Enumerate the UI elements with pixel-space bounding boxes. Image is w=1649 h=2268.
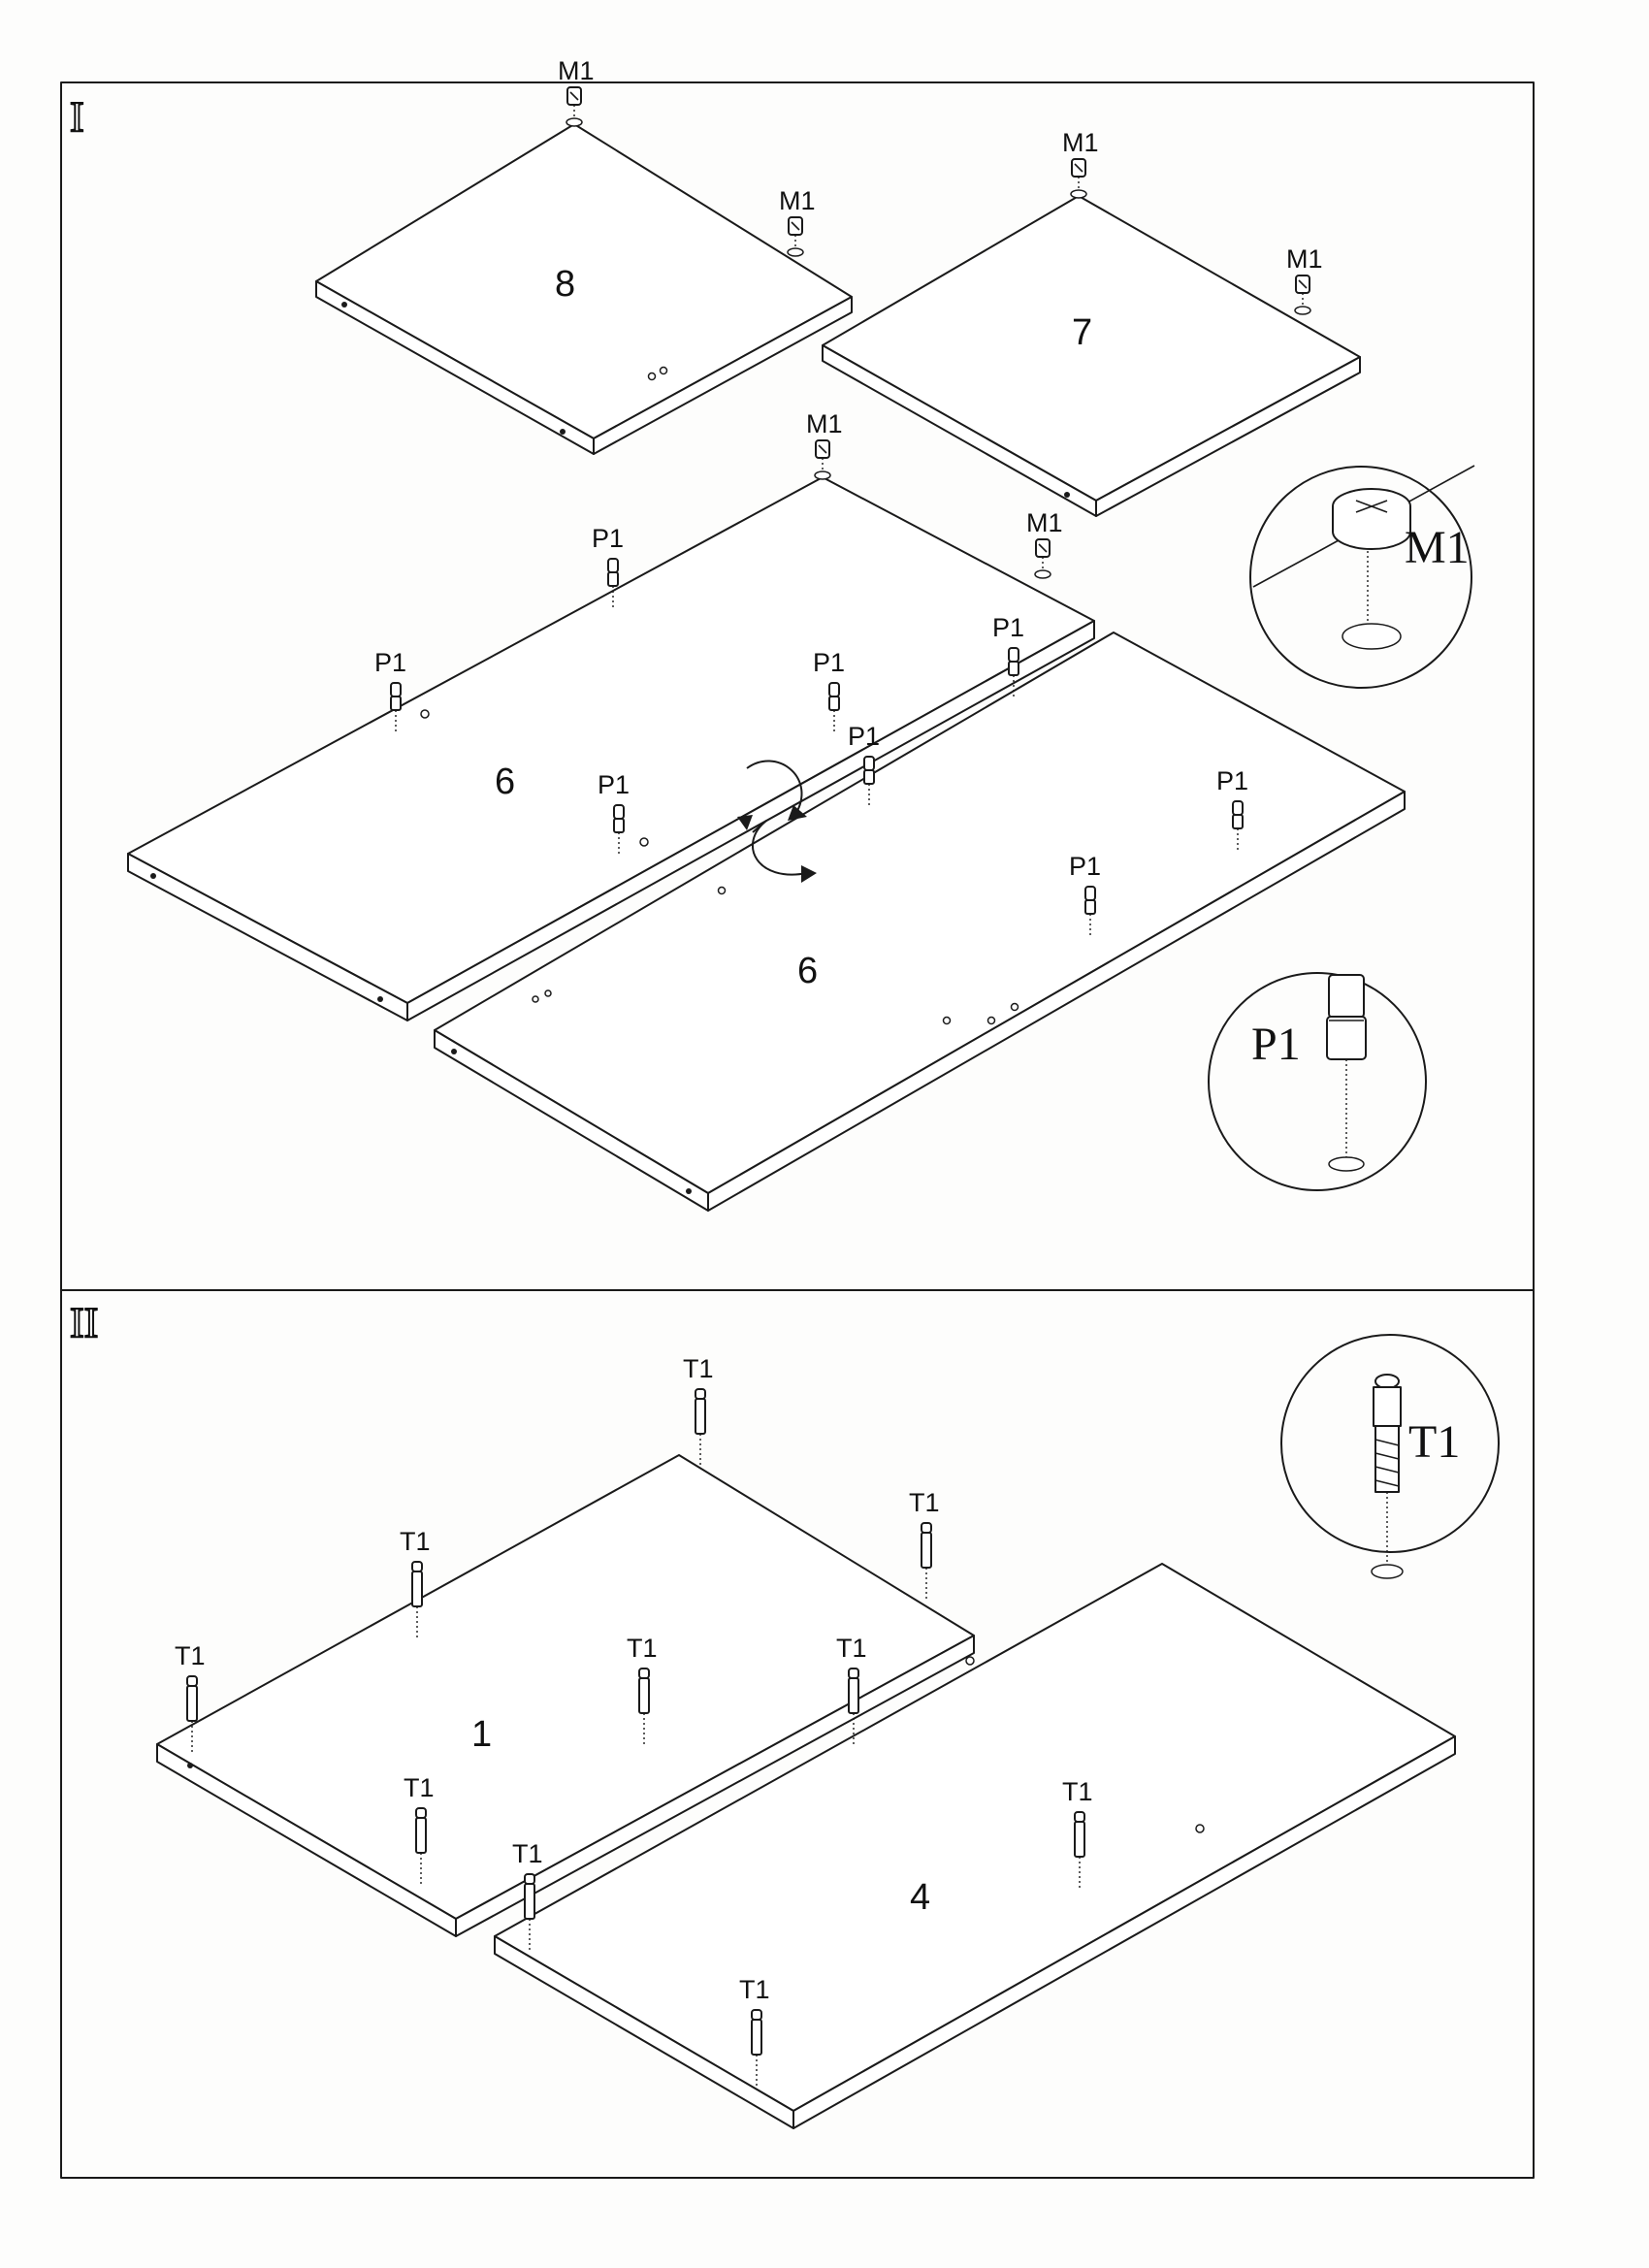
screw-label-3: T1	[909, 1488, 940, 1517]
cam-label-6: M1	[1026, 508, 1063, 537]
flip-arrows-icon	[737, 760, 817, 883]
detail-dowel-pin: P1	[1208, 972, 1427, 1191]
dowel-pin-8: P1	[1069, 852, 1101, 937]
pin-label-5: P1	[848, 722, 880, 751]
cam-label-2: M1	[779, 186, 816, 215]
screw-label-10: T1	[739, 1975, 770, 2004]
dowel-pin-7: P1	[1216, 766, 1248, 852]
connector-screw-8: T1	[512, 1839, 543, 1952]
connector-screw-10: T1	[739, 1975, 770, 2088]
pin-label-2: P1	[374, 648, 406, 677]
pin-label-4: P1	[992, 613, 1024, 642]
detail-connector-screw: T1	[1280, 1334, 1500, 1579]
connector-screw-3: T1	[909, 1488, 940, 1601]
connector-screw-7: T1	[404, 1773, 435, 1886]
step-numeral-1: I	[70, 93, 84, 141]
pin-label-8: P1	[1069, 852, 1101, 881]
detail-cam-fitting: M1	[1249, 465, 1475, 689]
dowel-pin-6: P1	[598, 770, 630, 856]
panel-6-upper: 6	[127, 476, 1095, 1021]
step-frame	[60, 81, 1535, 2179]
step-numeral-2: II	[70, 1299, 98, 1346]
cam-fitting-5: M1	[806, 409, 843, 480]
connector-screw-4: T1	[175, 1641, 206, 1754]
panel-label-6-lower: 6	[797, 951, 818, 991]
dowel-pin-3: P1	[813, 648, 845, 733]
panel-7: 7	[822, 195, 1361, 517]
screw-label-9: T1	[1062, 1777, 1093, 1806]
cam-label-4: M1	[1286, 244, 1323, 274]
panel-label-4: 4	[910, 1877, 930, 1918]
screw-label-7: T1	[404, 1773, 435, 1802]
dowel-pin-2: P1	[374, 648, 406, 733]
connector-screw-6: T1	[836, 1634, 867, 1746]
screw-label-4: T1	[175, 1641, 206, 1670]
panel-label-1: 1	[471, 1714, 492, 1755]
connector-screw-5: T1	[627, 1634, 658, 1746]
panel-1: 1	[156, 1454, 975, 1937]
pin-label-6: P1	[598, 770, 630, 799]
pin-label-7: P1	[1216, 766, 1248, 795]
detail-label-t1: T1	[1408, 1416, 1460, 1468]
connector-screw-9: T1	[1062, 1777, 1093, 1890]
panel-label-8: 8	[555, 264, 575, 305]
cam-fitting-1: M1	[558, 56, 595, 127]
dowel-pin-5: P1	[848, 722, 880, 807]
cam-fitting-6: M1	[1026, 508, 1063, 579]
pin-label-1: P1	[592, 524, 624, 553]
cam-fitting-4: M1	[1286, 244, 1323, 315]
detail-label-p1: P1	[1251, 1019, 1301, 1070]
cam-label-5: M1	[806, 409, 843, 438]
panel-8: 8	[315, 123, 853, 455]
connector-screw-1: T1	[683, 1354, 714, 1467]
detail-label-m1: M1	[1405, 522, 1470, 573]
screw-label-8: T1	[512, 1839, 543, 1868]
dowel-pin-1: P1	[592, 524, 624, 609]
panel-label-7: 7	[1072, 312, 1092, 353]
screw-label-5: T1	[627, 1634, 658, 1663]
panel-6-lower: 6	[434, 632, 1406, 1212]
cam-label-1: M1	[558, 56, 595, 85]
dowel-pin-4: P1	[992, 613, 1024, 698]
cam-label-3: M1	[1062, 128, 1099, 157]
pin-label-3: P1	[813, 648, 845, 677]
panel-label-6-upper: 6	[495, 761, 515, 802]
screw-label-2: T1	[400, 1527, 431, 1556]
connector-screw-2: T1	[400, 1527, 431, 1639]
cam-fitting-3: M1	[1062, 128, 1099, 199]
cam-fitting-2: M1	[779, 186, 816, 257]
panel-4: 4	[494, 1563, 1456, 2129]
screw-label-6: T1	[836, 1634, 867, 1663]
screw-label-1: T1	[683, 1354, 714, 1383]
